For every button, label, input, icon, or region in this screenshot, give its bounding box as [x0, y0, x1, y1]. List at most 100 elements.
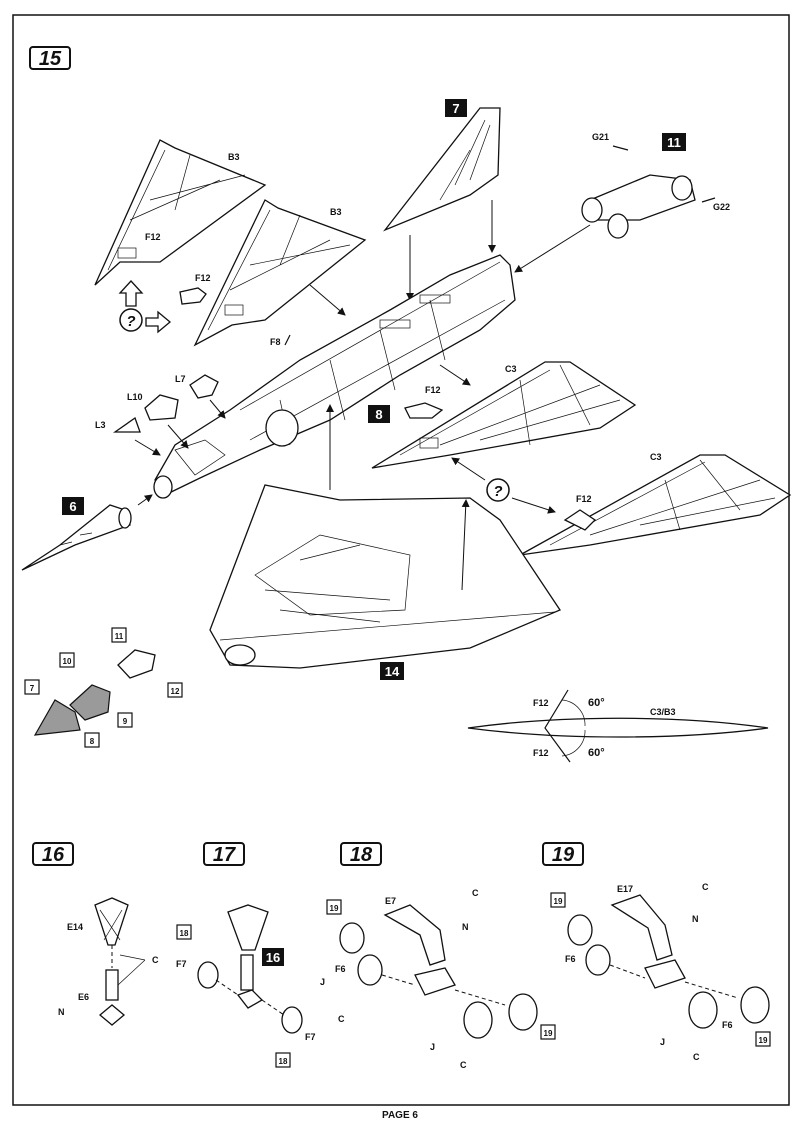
part-f12-c: [404, 402, 444, 419]
label-c3-b3: C3/B3: [650, 707, 676, 717]
ref-19-a: [326, 899, 342, 915]
label-g22: G22: [713, 202, 730, 212]
wing-c3-upper: [371, 361, 637, 469]
label-l3: L3: [95, 420, 106, 430]
ref-18-a-text: 18: [180, 929, 189, 938]
ref-19-b-text: 19: [544, 1029, 553, 1038]
label-f7-b: F7: [305, 1032, 316, 1042]
label-g21: G21: [592, 132, 609, 142]
main-gear-assembly-18: [339, 904, 538, 1039]
step-17-box: [203, 842, 245, 866]
part-l3: [112, 416, 141, 433]
step-18-number: 18: [350, 844, 373, 866]
label-l10: L10: [127, 392, 143, 402]
label-e6: E6: [78, 992, 89, 1002]
label-f6-b-19: F6: [722, 1020, 733, 1030]
label-n: N: [58, 1007, 65, 1017]
right-arrow: [145, 310, 172, 334]
ref-8: [84, 732, 100, 748]
nose-cone: [21, 504, 132, 571]
label-c: C: [152, 955, 159, 965]
question-mark-2-text: ?: [493, 483, 502, 500]
ref-19-d-text: 19: [759, 1036, 768, 1045]
step-17: 17 16 18 18 F7 F7 J C: [176, 842, 345, 1068]
ref-18-a: [176, 924, 192, 940]
label-f12-a: F12: [145, 232, 161, 242]
badge-8: [368, 405, 390, 423]
fuselage: [153, 254, 516, 499]
step-19: 19 19 19 E17 C N F6 F6 J C: [542, 842, 771, 1062]
badge-16-ref: [262, 948, 284, 966]
ref-8-text: 8: [90, 737, 95, 746]
step-17-number: 17: [213, 844, 236, 866]
badge-6: [62, 497, 84, 515]
label-c-top-19: C: [702, 882, 709, 892]
label-f8: F8: [270, 337, 281, 347]
step-15-box: [29, 46, 71, 70]
main-gear-assembly-19: [567, 894, 770, 1029]
question-mark-1-text: ?: [126, 313, 135, 330]
label-n-19: N: [692, 914, 699, 924]
ref-19-d: [755, 1031, 771, 1047]
badge-7-text: 7: [452, 101, 459, 116]
vertical-fin: [382, 107, 501, 232]
ref-7: [24, 679, 40, 695]
ref-7-text: 7: [30, 684, 35, 693]
step-15-number: 15: [39, 48, 62, 70]
part-l7: [189, 374, 219, 399]
badge-6-text: 6: [69, 499, 76, 514]
label-c3-b: C3: [650, 452, 662, 462]
wing-b3-inner: [193, 199, 367, 347]
up-arrow: [118, 280, 144, 307]
badge-16-ref-text: 16: [266, 950, 280, 965]
badge-14-text: 14: [385, 664, 400, 679]
question-mark-2: [486, 478, 510, 502]
label-angle-f12-bot: F12: [533, 748, 549, 758]
ref-10-text: 10: [63, 657, 72, 666]
label-e14: E14: [67, 922, 83, 932]
step-16-number: 16: [42, 844, 65, 866]
ref-19-b: [540, 1024, 556, 1040]
question-mark-1: [119, 308, 143, 332]
label-angle-f12-top: F12: [533, 698, 549, 708]
label-e17: E17: [617, 884, 633, 894]
ref-19-a-text: 19: [330, 904, 339, 913]
label-c-bot-18: C: [460, 1060, 467, 1070]
part-f12-small: [179, 287, 207, 305]
ref-11: [111, 627, 127, 643]
label-j-18: J: [430, 1042, 435, 1052]
wing-b3-outer: [94, 139, 267, 286]
engine-nozzles: [581, 174, 696, 239]
ref-9: [117, 712, 133, 728]
label-n-18: N: [462, 922, 469, 932]
label-j-19: J: [660, 1037, 665, 1047]
ref-18-b-text: 18: [279, 1057, 288, 1066]
sub-assembly: [33, 649, 156, 736]
label-f6-18: F6: [335, 964, 346, 974]
ref-12-text: 12: [171, 687, 180, 696]
label-c-bot-19: C: [693, 1052, 700, 1062]
label-c-top-18: C: [472, 888, 479, 898]
label-angle-bot: 60°: [588, 747, 605, 759]
ref-18-b: [275, 1052, 291, 1068]
badge-11-text: 11: [667, 135, 681, 150]
step-16-box: [32, 842, 74, 866]
main-gear-assembly-17: [197, 904, 303, 1034]
label-f12-d: F12: [576, 494, 592, 504]
badge-8-text: 8: [375, 407, 382, 422]
step-16: 16 E14 E6 C N: [32, 842, 159, 1026]
ref-10: [59, 652, 75, 668]
ref-9-text: 9: [123, 717, 128, 726]
label-c-17: C: [338, 1014, 345, 1024]
page-footer: PAGE 6: [382, 1110, 418, 1121]
label-f7-a: F7: [176, 959, 187, 969]
step-15: 15 B3 F12 ? F12 B3 7: [21, 46, 792, 763]
label-f6-a-19: F6: [565, 954, 576, 964]
label-b3-mid: B3: [330, 207, 342, 217]
label-e7: E7: [385, 896, 396, 906]
wing-c3-lower: [519, 454, 792, 556]
badge-14: [380, 662, 404, 680]
step-18: 18 19 19 E7 C N F6 J C: [326, 842, 556, 1070]
badge-7: [445, 99, 467, 117]
